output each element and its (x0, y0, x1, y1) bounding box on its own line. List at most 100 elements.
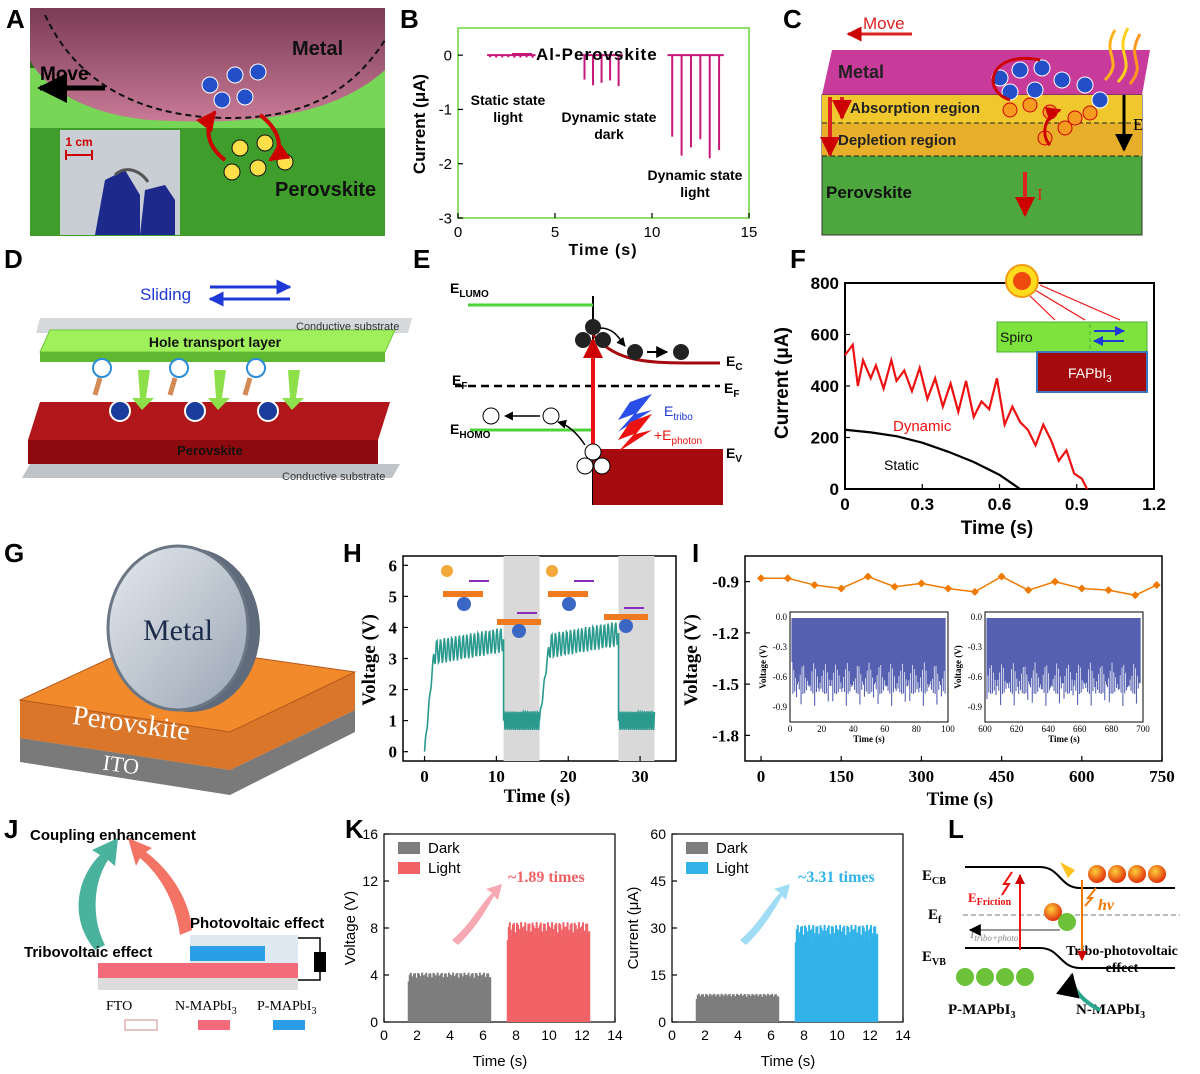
y-tick-label: 45 (650, 873, 666, 889)
metal-label: Metal (292, 38, 343, 60)
c-perovskite: Perovskite (826, 183, 912, 202)
j-coupling: Coupling enhancement (30, 827, 196, 844)
i-point (783, 574, 792, 583)
move-label: Move (40, 64, 89, 85)
x-tick-label: 6 (767, 1027, 775, 1043)
b-ylabel: Current (μA) (410, 74, 429, 174)
c-metal: Metal (838, 62, 884, 82)
legend-label-b: Al-Perovskite (536, 45, 658, 64)
f-series-dynamic (844, 341, 1089, 490)
j-fto: FTO (106, 999, 132, 1014)
c-depletion: Depletion region (838, 132, 956, 149)
d-hole-arrows (92, 377, 253, 396)
e-ev: EV (726, 445, 742, 465)
i-point (917, 579, 926, 588)
d-sliding: Sliding (140, 285, 191, 304)
f-xlabel: Time (s) (961, 518, 1034, 539)
y-tick-label: 400 (811, 377, 839, 396)
x-tick-label: 8 (512, 1027, 520, 1043)
i-point (757, 574, 766, 583)
c-absorption: Absorption region (850, 100, 980, 117)
electrons (201, 63, 267, 109)
x-tick-label: 2 (413, 1027, 421, 1043)
b-label-light-1: Dynamic state (648, 167, 743, 183)
l-itribo: Itribo+photo (969, 926, 1019, 943)
b-label-static-2: light (493, 109, 523, 125)
b-xlabel: Time (s) (568, 242, 637, 259)
l-effect-1: Tribo-photovoltaic (1066, 944, 1178, 959)
x-tick-label: 600 (1069, 767, 1095, 786)
h-ylabel: Voltage (V) (359, 614, 380, 706)
panel-e: E ELUMO EHOMO EF EF EC EV Etribo +Ephoto… (413, 244, 743, 505)
l-electrons (1044, 865, 1166, 921)
i-inset-ytick: 0.0 (776, 612, 788, 622)
l-effect-2: effect (1106, 961, 1139, 976)
b-label-dark-2: dark (594, 126, 624, 142)
y-tick-label: 16 (362, 826, 378, 842)
x-tick-label: 300 (909, 767, 935, 786)
c-efield: E (1133, 115, 1143, 134)
x-tick-label: 12 (574, 1027, 590, 1043)
panel-letter-l: L (948, 814, 964, 844)
k-bar-dark (695, 993, 780, 1022)
i-point (1152, 581, 1161, 590)
x-tick-label: 0.6 (988, 495, 1012, 514)
y-tick-label: 200 (811, 428, 839, 447)
x-tick-label: 150 (828, 767, 854, 786)
x-tick-label: 10 (644, 224, 661, 241)
i-inset-xtick: 700 (1136, 724, 1150, 734)
f-fapbi: FAPbI3 (1068, 365, 1112, 385)
x-tick-label: 12 (862, 1027, 878, 1043)
i-point (863, 572, 872, 581)
b-label-light-2: light (680, 184, 710, 200)
k2-legend-light: Light (716, 860, 749, 877)
j-nmap: N-MAPbI3 (175, 999, 237, 1017)
y-tick-label: 600 (811, 325, 839, 344)
x-tick-label: 750 (1149, 767, 1175, 786)
k1-legend-light: Light (428, 860, 461, 877)
i-inset-xlabel: Time (s) (853, 734, 885, 744)
e-elumo: ELUMO (450, 280, 489, 300)
panel-letter-b: B (400, 4, 419, 34)
l-hv: hv (1098, 897, 1115, 914)
f-spiro: Spiro (1000, 329, 1033, 345)
panel-letter-k: K (345, 814, 364, 844)
h-shade-0 (503, 556, 540, 761)
y-tick-label: 0 (389, 743, 398, 762)
i-series-line (761, 575, 1157, 597)
y-tick-label: 30 (650, 920, 666, 936)
k2-factor: ~3.31 times (798, 869, 875, 886)
i-inset-xtick: 20 (817, 724, 827, 734)
l-ecb: ECB (922, 868, 946, 887)
l-holes (956, 913, 1076, 986)
i-inset-xtick: 620 (1010, 724, 1024, 734)
panel-letter-i: I (692, 538, 699, 568)
i-point (1131, 591, 1140, 600)
k2-legend-dark: Dark (716, 840, 748, 857)
d-holes (92, 358, 266, 378)
h-icons (441, 565, 648, 638)
x-tick-label: 450 (989, 767, 1015, 786)
y-tick-label: -1.8 (712, 726, 739, 745)
i-inset-xtick: 0 (788, 724, 793, 734)
i-point (1051, 577, 1060, 586)
y-tick-label: -2 (439, 156, 452, 173)
y-tick-label: 2 (389, 681, 398, 700)
k-bar-light (794, 924, 879, 1022)
j-photovoltaic: Photovoltaic effect (190, 915, 324, 932)
x-tick-label: 8 (800, 1027, 808, 1043)
x-tick-label: 20 (560, 767, 577, 786)
y-tick-label: 0 (444, 47, 452, 64)
x-tick-label: 15 (741, 224, 758, 241)
y-tick-label: 8 (370, 920, 378, 936)
y-tick-label: 4 (389, 618, 398, 637)
x-tick-label: 6 (479, 1027, 487, 1043)
l-friction: EFriction (968, 890, 1012, 908)
